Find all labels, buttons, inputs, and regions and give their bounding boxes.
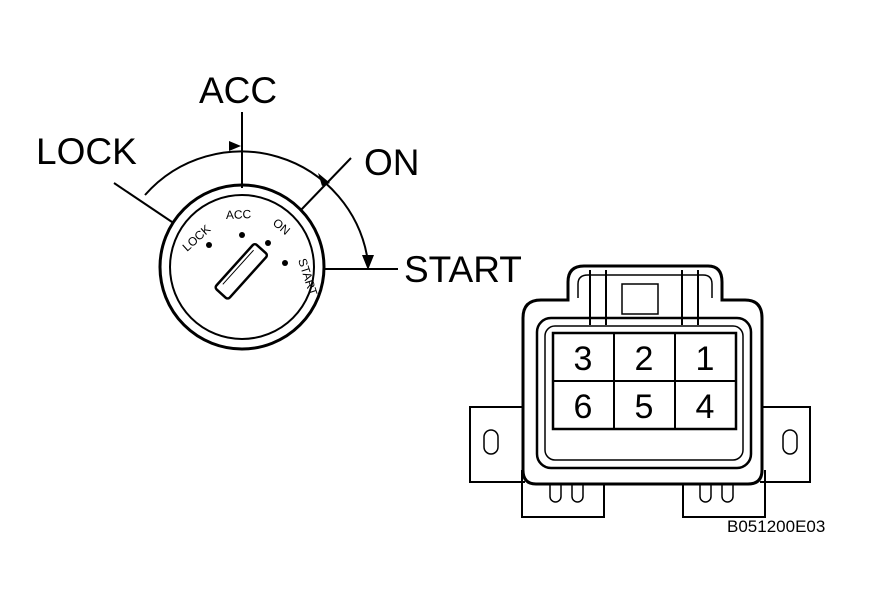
dial-label-acc: ACC bbox=[226, 207, 252, 222]
figure-code: B051200E03 bbox=[727, 517, 825, 536]
pin-label: 1 bbox=[696, 340, 715, 378]
connector: 3 2 1 6 5 4 bbox=[469, 264, 811, 518]
connector-cavity bbox=[544, 325, 744, 461]
rotation-arc bbox=[144, 150, 369, 263]
connector-inner-wall bbox=[535, 316, 753, 470]
on-position-dot bbox=[265, 240, 271, 246]
on-callout: ON bbox=[364, 142, 420, 183]
switch-inner-ring bbox=[169, 194, 315, 340]
pin-label: 4 bbox=[696, 388, 715, 426]
lock-callout: LOCK bbox=[36, 131, 137, 172]
pin-label: 2 bbox=[635, 340, 654, 378]
pin-label: 5 bbox=[635, 388, 654, 426]
bottom-left-tab bbox=[521, 470, 605, 518]
ignition-switch: LOCK ACC ON START bbox=[158, 183, 326, 351]
acc-arrowhead bbox=[229, 141, 241, 151]
start-callout: START bbox=[404, 249, 522, 290]
acc-callout: ACC bbox=[199, 70, 277, 111]
pin-label: 6 bbox=[574, 388, 593, 426]
bottom-right-tab bbox=[682, 470, 766, 518]
left-latch bbox=[589, 270, 607, 325]
dial-label-lock: LOCK bbox=[180, 222, 214, 254]
right-flange bbox=[760, 406, 811, 483]
lock-position-dot bbox=[206, 242, 212, 248]
lock-window bbox=[621, 283, 659, 315]
left-flange bbox=[469, 406, 525, 483]
housing-top-inner-outline bbox=[577, 274, 713, 298]
acc-position-dot bbox=[239, 232, 245, 238]
lock-leader-line bbox=[113, 182, 173, 223]
key-slot bbox=[214, 243, 269, 300]
start-arrowhead bbox=[362, 255, 374, 270]
on-arrowhead bbox=[318, 173, 330, 186]
right-latch bbox=[681, 270, 699, 325]
dial-label-start: START bbox=[295, 257, 320, 298]
dial-label-on: ON bbox=[270, 216, 293, 238]
start-position-dot bbox=[282, 260, 288, 266]
pin-label: 3 bbox=[574, 340, 593, 378]
left-flange-hole bbox=[483, 429, 499, 455]
right-flange-hole bbox=[782, 429, 798, 455]
